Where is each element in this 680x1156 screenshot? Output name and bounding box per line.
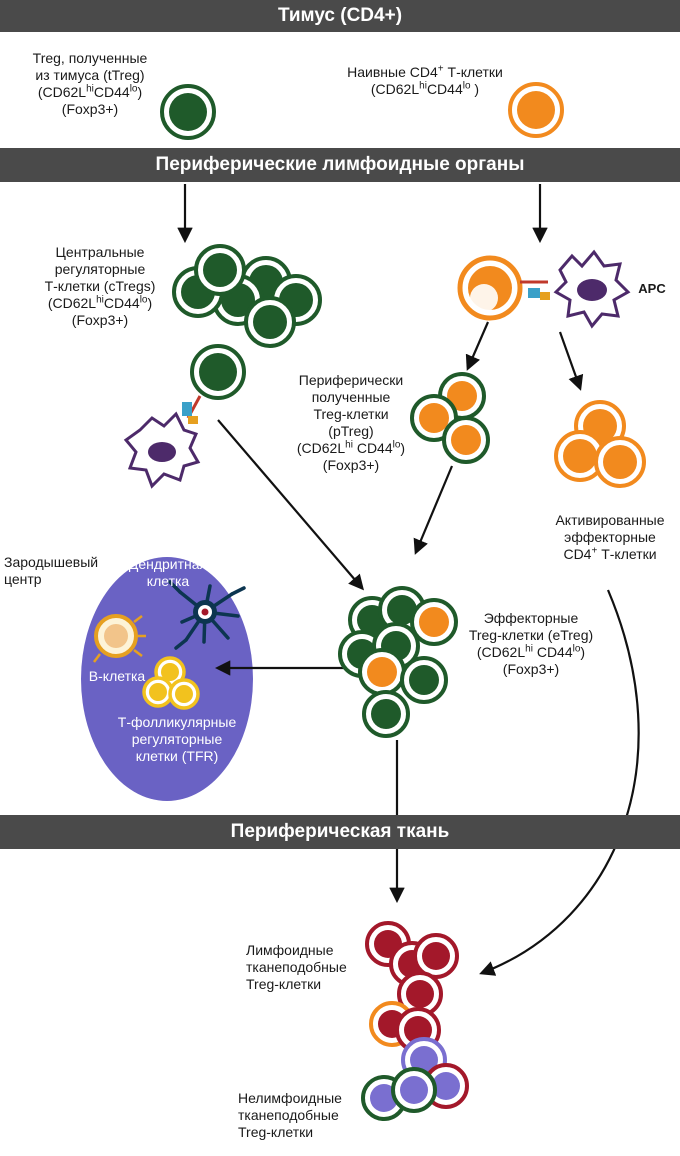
lymphoid-tissue-label: Лимфоидные тканеподобные Treg-клетки: [246, 942, 347, 992]
dendritic-label: Дендритная клетка: [128, 556, 208, 589]
ctreg-label: Центральные регуляторные Т-клетки (cTreg…: [44, 244, 156, 328]
b-cell: [93, 614, 146, 663]
band-lymphoid-title: Периферические лимфоидные органы: [155, 154, 525, 175]
ttreg-label: Treg, полученные из тимуса (tTreg) (CD62…: [32, 50, 148, 117]
naive-cd4-cell: [508, 82, 564, 138]
germinal-center-label: Зародышевый центр: [4, 554, 99, 587]
activated-effector-label: Активированные эффекторные CD4+ Т-клетки: [555, 512, 665, 562]
ptreg-label: Периферически полученные Treg-клетки (pT…: [296, 372, 406, 473]
activated-effector-cluster: [554, 400, 646, 488]
arrow-apc-to-ptreg: [465, 321, 490, 371]
tfr-cluster: [142, 656, 200, 710]
nonlymphoid-tissue-label: Нелимфоидные тканеподобные Treg-клетки: [238, 1090, 342, 1140]
naive-label: Наивные CD4+ Т-клетки (CD62LhiCD44lo ): [347, 63, 503, 97]
apc-label: APC: [638, 281, 666, 296]
band-tissue-title: Периферическая ткань: [230, 821, 450, 842]
naive-apc-tcell: [457, 255, 523, 321]
band-lymphoid-organs: Периферические лимфоидные органы: [0, 148, 680, 182]
arrow-ctreg-to-etreg: [217, 419, 365, 591]
tcr-receptor-left: [182, 395, 202, 424]
arrow-ptreg-to-etreg: [413, 465, 454, 555]
band-thymus-title: Тимус (CD4+): [277, 5, 403, 26]
ctreg-single-cell: [190, 344, 246, 400]
tfr-label: Т-фолликулярные регуляторные клетки (TFR…: [117, 714, 237, 764]
tcr-receptor-right: [520, 280, 550, 300]
apc-right: [553, 249, 631, 329]
tissue-cluster: [361, 921, 469, 1121]
etreg-cluster: [338, 586, 458, 738]
ptreg-cluster: [410, 372, 490, 464]
band-thymus: Тимус (CD4+): [0, 0, 680, 32]
b-cell-label: В-клетка: [88, 668, 146, 684]
ctreg-cluster: [172, 244, 322, 348]
apc-left: [123, 411, 201, 489]
band-peripheral-tissue: Периферическая ткань: [0, 815, 680, 849]
etreg-label: Эффекторные Treg-клетки (eTreg) (CD62Lhi…: [468, 610, 594, 677]
ttreg-cell: [160, 84, 216, 140]
arrow-apc-to-activated: [558, 331, 584, 391]
dendritic-cell: [168, 580, 246, 650]
